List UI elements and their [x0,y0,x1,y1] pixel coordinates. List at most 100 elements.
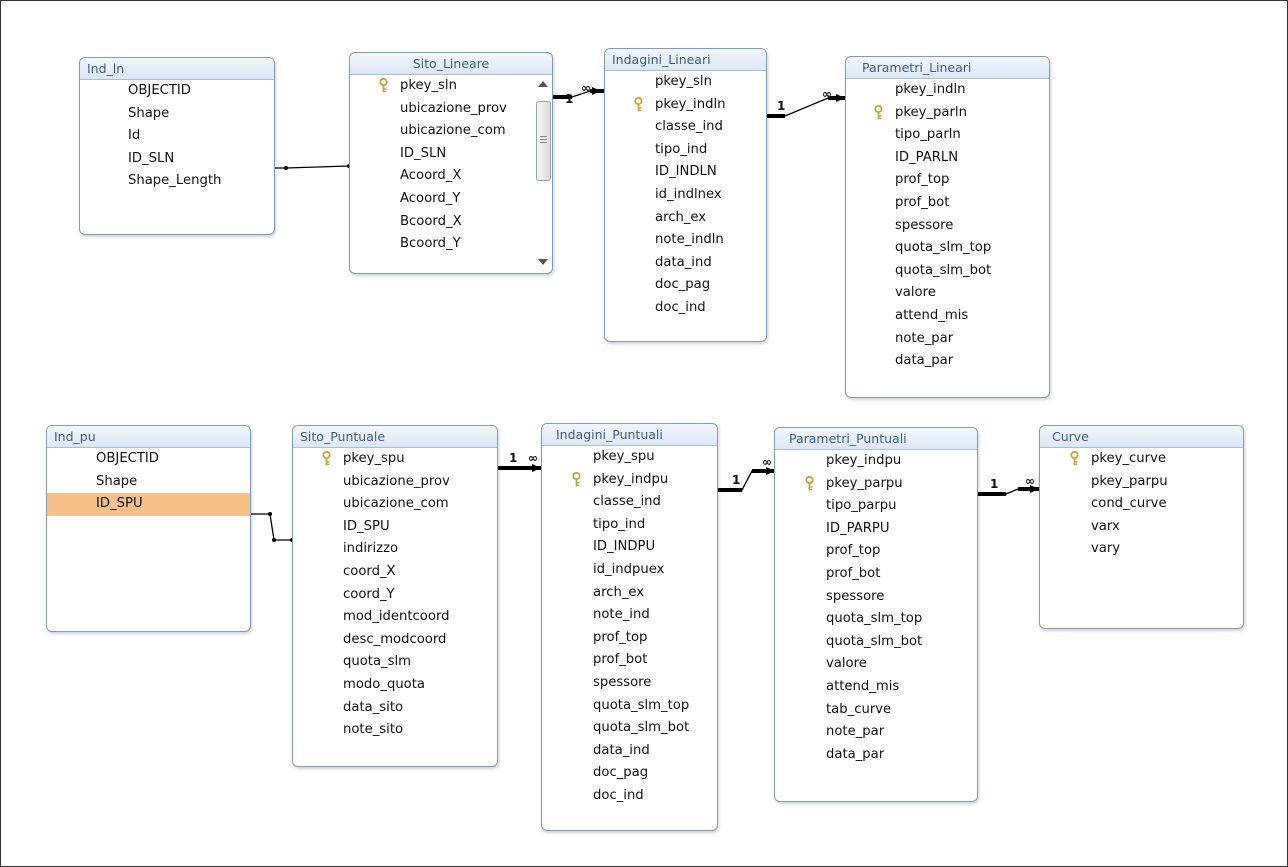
field-row[interactable]: Bcoord_Y [400,233,552,256]
table-title[interactable]: Parametri_Lineari [846,57,1049,79]
field-row[interactable]: attend_mis [895,305,1049,328]
field-row[interactable]: pkey_indpu [826,450,977,473]
table-title[interactable]: Indagini_Lineari [605,49,766,71]
scroll-down-arrow-icon[interactable] [538,259,548,265]
field-row[interactable]: pkey_indln [895,79,1049,102]
field-row[interactable]: data_par [826,744,977,767]
field-row[interactable]: note_sito [343,719,497,742]
field-row[interactable]: pkey_indln [634,94,766,117]
field-row[interactable]: ID_PARLN [895,147,1049,170]
field-row[interactable]: ubicazione_prov [343,471,497,494]
field-row[interactable]: cond_curve [1091,493,1243,516]
field-row[interactable]: data_ind [593,740,717,763]
field-row[interactable]: vary [1091,538,1243,561]
field-row[interactable]: pkey_parpu [1091,471,1243,494]
field-row[interactable]: id_indpuex [593,559,717,582]
field-row[interactable]: prof_top [593,627,717,650]
field-row[interactable]: doc_pag [593,762,717,785]
field-row[interactable]: data_par [895,350,1049,373]
field-row[interactable]: ubicazione_com [343,493,497,516]
field-row[interactable]: pkey_spu [322,448,497,471]
scrollbar-thumb[interactable] [536,101,551,181]
field-row[interactable]: ID_INDPU [593,536,717,559]
field-row[interactable]: Acoord_X [400,165,552,188]
field-row[interactable]: quota_slm_top [826,608,977,631]
field-row[interactable]: tab_curve [826,699,977,722]
field-row[interactable]: coord_X [343,561,497,584]
field-row[interactable]: ubicazione_com [400,120,552,143]
field-row[interactable]: pkey_indpu [572,469,717,492]
field-row[interactable]: Id [128,125,274,148]
field-row[interactable]: tipo_ind [655,139,766,162]
field-row[interactable]: ID_INDLN [655,161,766,184]
field-row[interactable]: prof_bot [895,192,1049,215]
table-title[interactable]: Ind_ln [80,58,274,80]
field-row[interactable]: ubicazione_prov [400,98,552,121]
field-row[interactable]: OBJECTID [47,448,250,471]
field-row[interactable]: note_par [826,721,977,744]
field-row[interactable]: quota_slm_bot [593,717,717,740]
field-row[interactable]: note_indln [655,229,766,252]
field-row[interactable]: id_indlnex [655,184,766,207]
field-row[interactable]: pkey_parpu [805,473,977,496]
field-row[interactable]: spessore [593,672,717,695]
table-title[interactable]: Ind_pu [47,426,250,448]
field-row[interactable]: Shape [47,471,250,494]
field-row[interactable]: ID_SLN [400,143,552,166]
field-row[interactable]: desc_modcoord [343,629,497,652]
field-row[interactable]: spessore [895,215,1049,238]
field-row[interactable]: pkey_sln [379,75,552,98]
field-row[interactable]: prof_top [826,540,977,563]
field-row[interactable]: quota_slm_top [895,237,1049,260]
field-row[interactable]: pkey_spu [593,446,717,469]
field-row[interactable]: data_sito [343,697,497,720]
vertical-scrollbar[interactable] [534,75,551,271]
field-row[interactable]: ID_SPU [343,516,497,539]
field-row[interactable]: classe_ind [655,116,766,139]
field-row[interactable]: modo_quota [343,674,497,697]
field-row[interactable]: note_ind [593,604,717,627]
field-row[interactable]: tipo_parln [895,124,1049,147]
field-row[interactable]: indirizzo [343,538,497,561]
relationship-line[interactable] [249,513,292,541]
field-row[interactable]: classe_ind [593,491,717,514]
field-row[interactable]: OBJECTID [128,80,274,103]
field-row[interactable]: ID_PARPU [826,518,977,541]
table-title[interactable]: Sito_Puntuale [293,426,497,448]
field-row[interactable]: doc_ind [655,297,766,320]
field-row[interactable]: valore [826,653,977,676]
field-row[interactable]: quota_slm_bot [895,260,1049,283]
field-row[interactable]: mod_identcoord [343,606,497,629]
table-title[interactable]: Sito_Lineare [350,53,552,75]
scroll-up-arrow-icon[interactable] [538,81,548,87]
field-row[interactable]: doc_pag [655,274,766,297]
field-row[interactable]: prof_bot [593,649,717,672]
field-row[interactable]: tipo_parpu [826,495,977,518]
field-row[interactable]: quota_slm [343,651,497,674]
field-row[interactable]: arch_ex [593,582,717,605]
field-row[interactable]: data_ind [655,252,766,275]
field-row[interactable]: attend_mis [826,676,977,699]
field-row[interactable]: arch_ex [655,207,766,230]
field-row[interactable]: spessore [826,586,977,609]
field-row[interactable]: quota_slm_top [593,695,717,718]
field-row[interactable]: valore [895,282,1049,305]
field-row[interactable]: Shape_Length [128,170,274,193]
field-row[interactable]: Acoord_Y [400,188,552,211]
table-title[interactable]: Curve [1040,426,1243,448]
field-row[interactable]: tipo_ind [593,514,717,537]
field-row[interactable]: ID_SLN [128,148,274,171]
field-row[interactable]: doc_ind [593,785,717,808]
field-row[interactable]: quota_slm_bot [826,631,977,654]
field-row[interactable]: pkey_parln [874,102,1049,125]
field-row[interactable]: prof_top [895,169,1049,192]
